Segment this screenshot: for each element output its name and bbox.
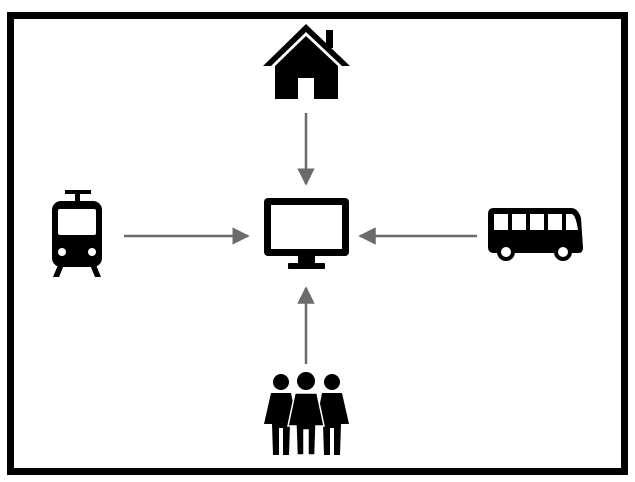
people-group-icon	[264, 372, 349, 456]
bus-icon	[488, 208, 583, 261]
house-icon	[263, 24, 350, 99]
tram-icon	[52, 190, 102, 277]
monitor-icon	[264, 198, 349, 269]
